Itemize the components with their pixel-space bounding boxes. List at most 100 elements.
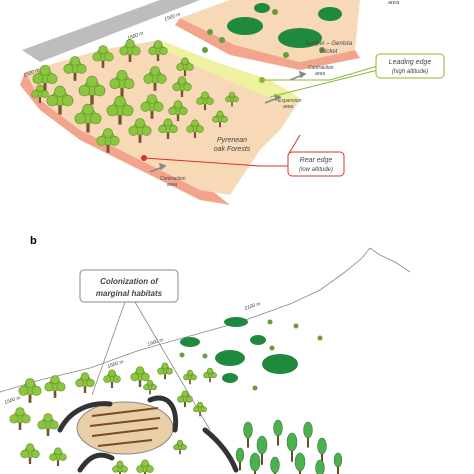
oak-tree (106, 95, 134, 125)
callout-line-left (91, 301, 126, 396)
pine-tree (315, 459, 325, 474)
arrowhead (298, 70, 307, 79)
oak-forest-label-2: oak Forests (214, 146, 251, 153)
arrowhead (273, 93, 282, 102)
oak-tree (143, 379, 157, 395)
flow-arrow (77, 452, 115, 473)
alt-1500-label: 1500 m (23, 68, 41, 79)
upper-plateau (180, 0, 360, 62)
pine-tree (235, 447, 245, 471)
flow-arrow (57, 401, 113, 433)
oak-tree (186, 119, 204, 139)
contraction-bottom-label: Contraction (160, 176, 186, 182)
oak-tree (177, 390, 193, 408)
terrace (91, 427, 159, 437)
expansion-band (160, 40, 300, 105)
juniper-label: Juniper – Genista (304, 41, 353, 47)
leading-edge-dot (259, 77, 265, 83)
alt-2100-label: 2100 m (243, 301, 262, 312)
oak-tree (78, 75, 106, 105)
leading-edge-box (375, 53, 445, 79)
oak-tree (128, 118, 152, 143)
alt-1800-label: 1800 m (127, 31, 145, 42)
arrowhead (158, 162, 167, 171)
oak-tree (96, 128, 120, 153)
alt-1900-label-b: 1900 m (147, 337, 165, 348)
rear-edge-title: Rear edge (300, 157, 333, 164)
rear-edge-line (143, 157, 288, 167)
shrub (207, 29, 213, 35)
contraction-top-label-2: area (315, 71, 325, 77)
shrub (202, 353, 208, 359)
oak-forest-label: Pyrenean (217, 137, 247, 144)
juniper-patch (250, 335, 266, 345)
juniper-patch (224, 317, 248, 327)
juniper-patch (222, 373, 238, 383)
colonization-subtitle: marginal habitats (96, 289, 163, 298)
flow-arrow (147, 395, 179, 433)
leading-edge-subtitle: (high altitude) (392, 69, 428, 75)
shrub (267, 319, 273, 325)
pine-tree (273, 419, 283, 446)
contraction-bottom-label-2: area (167, 182, 177, 188)
oak-tree (109, 69, 135, 97)
expansion-label-2: area (283, 104, 293, 110)
rear-edge-box (287, 151, 345, 177)
oak-tree (75, 372, 95, 393)
colonization-title: Colonization of (100, 277, 159, 286)
oak-tree (158, 118, 178, 139)
rear-edge-subtitle: (low altitude) (299, 167, 333, 173)
oak-tree (74, 103, 102, 133)
pine-tree (286, 432, 298, 462)
area-top-label: area (388, 0, 399, 6)
mountain-outline (0, 247, 411, 393)
juniper-patch (180, 337, 200, 347)
oak-tree (37, 413, 59, 436)
oak-tree (46, 85, 74, 115)
shrub (202, 47, 208, 53)
oak-tree (112, 460, 128, 474)
pine-trees (235, 419, 343, 474)
pine-tree (270, 456, 280, 474)
marginal-habitat (76, 401, 174, 455)
oak-tree (63, 56, 87, 81)
alt-1500-label-b: 1500 m (4, 395, 22, 406)
colonization-box (79, 269, 179, 303)
juniper-patch (262, 354, 298, 374)
oak-tree (103, 369, 121, 389)
oak-tree (119, 39, 141, 62)
leading-edge-connector (259, 53, 445, 98)
oak-tree (143, 66, 167, 91)
panel-a: 1900 m 1800 m 1500 m area Juniper – Geni… (20, 0, 445, 205)
shrub (317, 335, 323, 341)
oak-trees-b (9, 362, 217, 474)
pine-tree (256, 435, 268, 465)
oak-tree (44, 375, 66, 398)
pine-tree (243, 421, 253, 448)
habitat-ellipse (76, 401, 174, 455)
shrub (252, 385, 258, 391)
oak-tree (225, 91, 239, 107)
juniper-patch (227, 17, 263, 35)
rock-band (22, 0, 200, 62)
shrub (219, 37, 225, 43)
shrub (319, 47, 325, 53)
shrub (179, 352, 185, 358)
oak-tree (172, 76, 192, 97)
oak-tree (49, 447, 67, 467)
shrubs-top (202, 9, 325, 58)
juniper-patch (215, 350, 245, 366)
panel-b: b Colonization of marginal habitats (0, 235, 411, 474)
terrace (91, 407, 159, 417)
pine-tree (249, 452, 261, 474)
oak-trees (31, 39, 239, 153)
juniper-patch (278, 28, 322, 48)
terraces (89, 407, 161, 447)
oak-tree (9, 407, 31, 430)
pine-tree (317, 437, 327, 464)
colonization-callout: Colonization of marginal habitats (79, 269, 211, 431)
oak-tree (20, 443, 40, 464)
oak-tree (196, 91, 214, 111)
flow-arrow (202, 427, 239, 473)
